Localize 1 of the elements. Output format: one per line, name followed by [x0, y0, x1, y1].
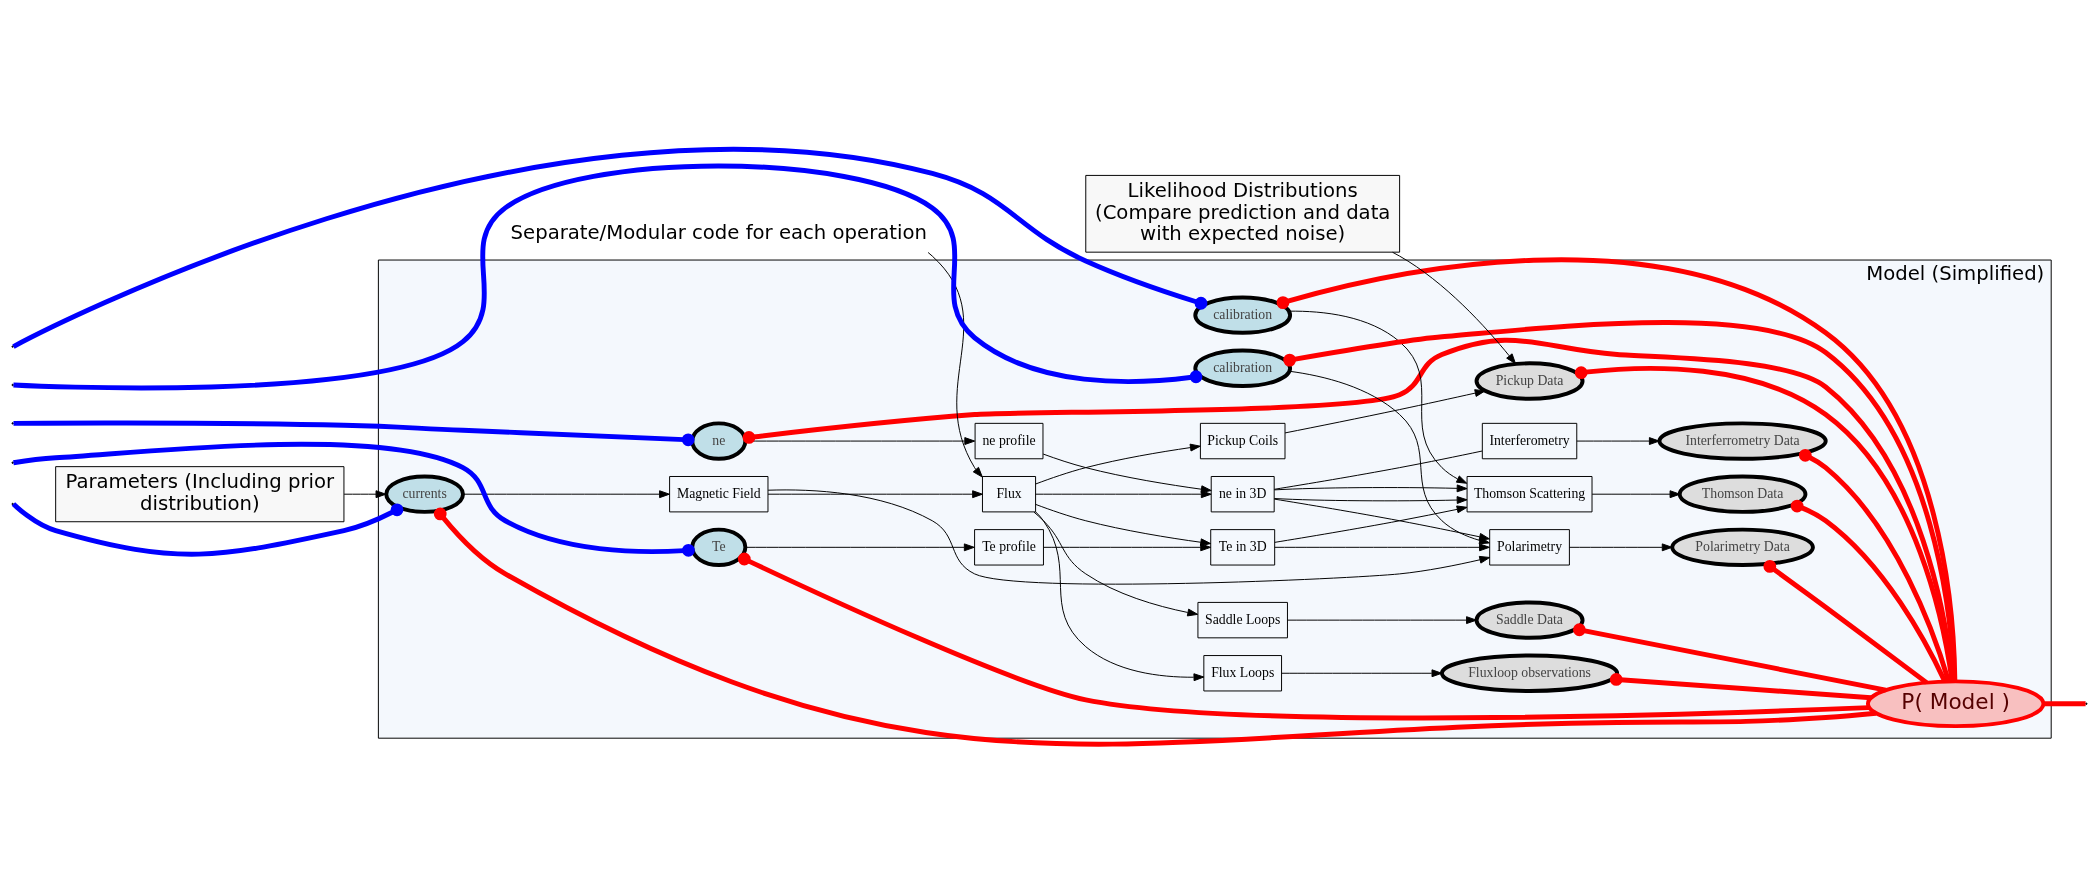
node-text: Separate/Modular code for each operation [510, 220, 927, 244]
